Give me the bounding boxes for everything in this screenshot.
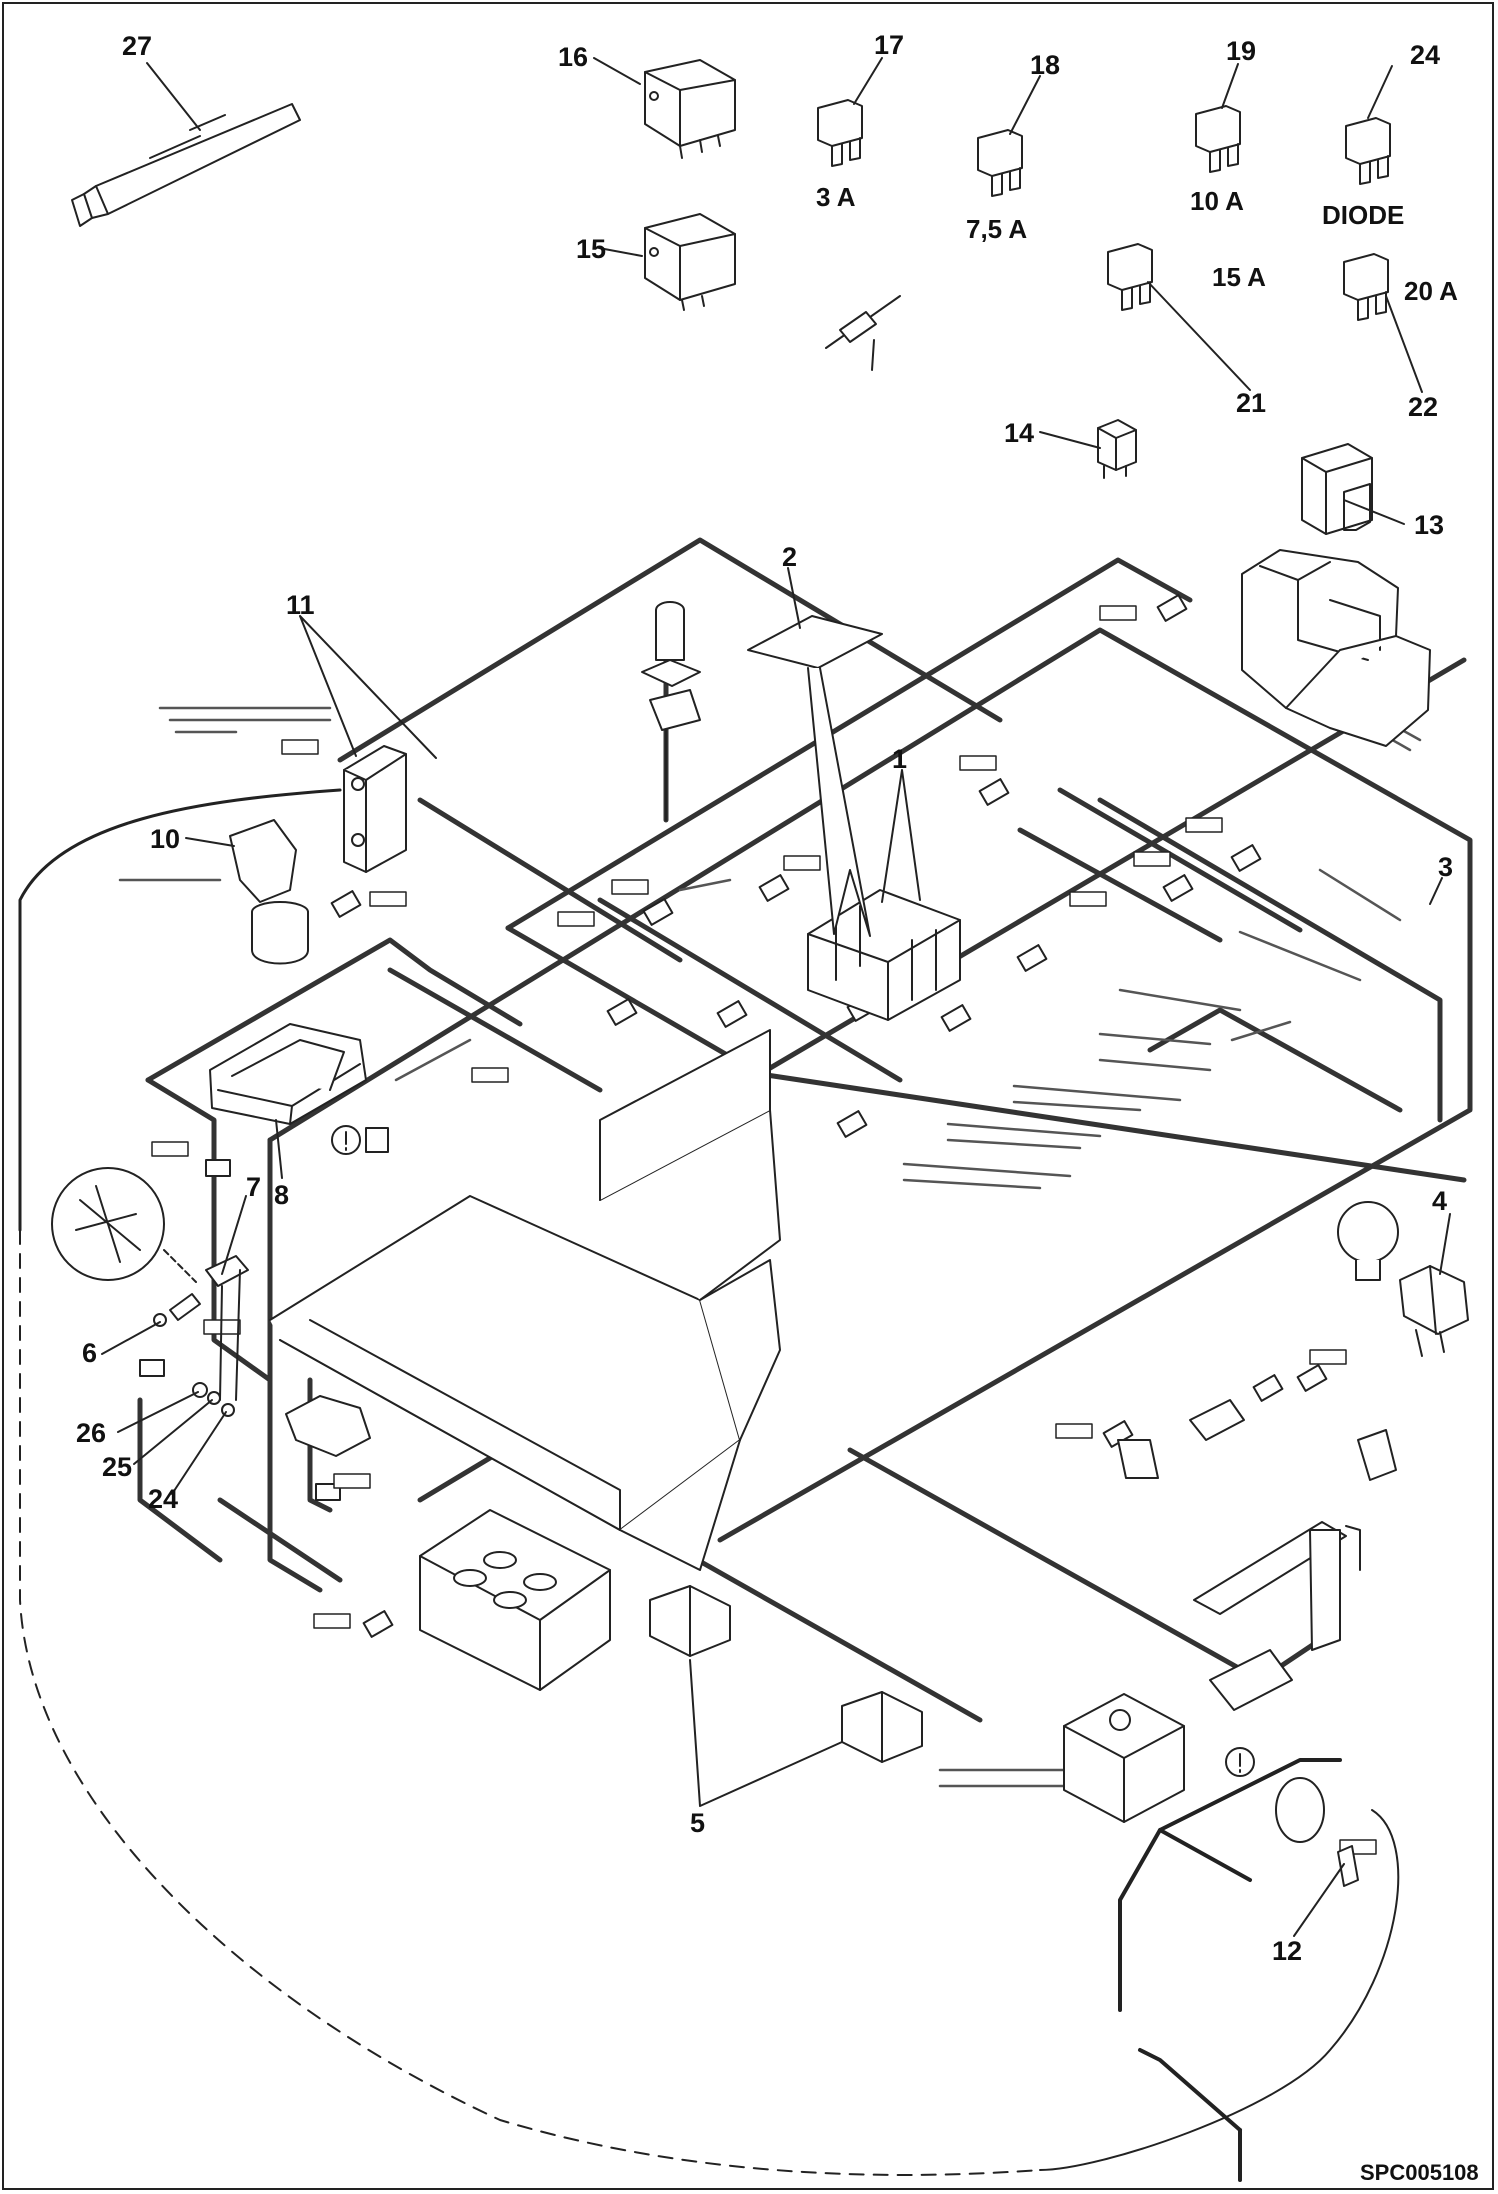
callout-11: 11 <box>286 590 315 620</box>
part-sensor-right <box>1117 1399 1397 1481</box>
cable-rollover <box>1039 1809 1400 2171</box>
part-junction-box <box>419 1509 611 1691</box>
part-diode-22 <box>1345 117 1391 185</box>
rating-15a: 15 A <box>1212 262 1266 292</box>
cable-hall-dashed <box>19 1229 1041 2176</box>
part-rotating-beacon <box>1275 1777 1359 1887</box>
callout-26: 27 <box>122 31 152 61</box>
rating-20a: 20 A <box>1404 276 1458 306</box>
part-beacon <box>1337 1201 1399 1281</box>
part-fuse-relay-block <box>807 889 961 1021</box>
part-relay-15 <box>644 213 736 311</box>
callout-24: 25 <box>102 1452 132 1482</box>
part-horn-4 <box>1399 1265 1469 1357</box>
canopy-body <box>269 1029 781 1571</box>
warning-lamp-left <box>331 1125 389 1155</box>
part-relay-14 <box>1097 419 1137 479</box>
callout-14: 14 <box>1004 418 1034 448</box>
part-pedal-assembly <box>1193 1521 1361 1711</box>
fuse-ratings: 3 A 7,5 A 10 A DIODE 15 A 20 A <box>816 182 1458 306</box>
callout-10: 10 <box>150 824 180 854</box>
callout-16: 16 <box>558 42 588 72</box>
callout-7: 7 <box>246 1172 261 1202</box>
callout-15: 15 <box>576 234 606 264</box>
part-joystick <box>229 819 309 965</box>
part-switch-6 <box>153 1293 201 1327</box>
detail-zoom-circle <box>51 1167 197 1283</box>
part-battery <box>1063 1693 1185 1823</box>
callout-20: 21 <box>1236 388 1266 418</box>
callout-12: 12 <box>1272 1936 1302 1966</box>
callout-19: 19 <box>1226 36 1256 66</box>
rating-diode: DIODE <box>1322 200 1404 230</box>
cable-hall-solid <box>18 788 342 1232</box>
rating-10a: 10 A <box>1190 186 1244 216</box>
part-hall-sensor <box>343 745 407 873</box>
part-fuse-20 <box>1107 243 1153 311</box>
callout-5: 5 <box>690 1808 705 1838</box>
part-work-light-lower <box>841 1691 923 1763</box>
fine-print-marks <box>118 688 1422 1788</box>
part-fuse-17 <box>817 99 863 167</box>
warning-lamp-right <box>1225 1747 1255 1777</box>
callout-17: 17 <box>874 30 904 60</box>
callout-1: 1 <box>892 744 907 774</box>
part-instrument-cluster <box>1241 549 1431 747</box>
part-relay-16 <box>644 59 736 159</box>
rating-7-5a: 7,5 A <box>966 214 1027 244</box>
callout-22: 24 <box>1410 40 1440 70</box>
part-key-switch <box>641 601 701 821</box>
leader-lines <box>101 57 1451 1937</box>
callout-13: 13 <box>1414 510 1444 540</box>
callout-8: 8 <box>274 1180 289 1210</box>
part-work-light-upper <box>649 1585 731 1657</box>
part-fuse-18 <box>977 129 1023 197</box>
drawing-code: SPC005108 <box>1360 2160 1479 2185</box>
callout-3: 3 <box>1438 852 1453 882</box>
callout-4: 4 <box>1432 1186 1447 1216</box>
callout-6: 6 <box>82 1338 97 1368</box>
rating-3a: 3 A <box>816 182 856 212</box>
part-rollover-bar <box>1118 1758 1342 2182</box>
part-lower-switch <box>285 1395 371 1457</box>
part-flasher-13 <box>1301 443 1373 535</box>
callout-21: 22 <box>1408 392 1438 422</box>
callout-labels: 27 16 15 17 18 19 24 21 22 14 13 2 11 1 … <box>76 30 1453 1966</box>
harness-tags <box>151 605 1377 1855</box>
callout-25: 26 <box>76 1418 106 1448</box>
part-grease-tube <box>71 103 301 227</box>
part-ecu <box>209 1023 367 1125</box>
part-fuse-21 <box>1343 253 1389 321</box>
callout-18: 18 <box>1030 50 1060 80</box>
part-resistor-27 <box>825 295 901 349</box>
callout-23: 24 <box>148 1484 178 1514</box>
part-label-plate <box>747 615 883 937</box>
callout-2: 2 <box>782 542 797 572</box>
part-fuse-19 <box>1195 105 1241 173</box>
